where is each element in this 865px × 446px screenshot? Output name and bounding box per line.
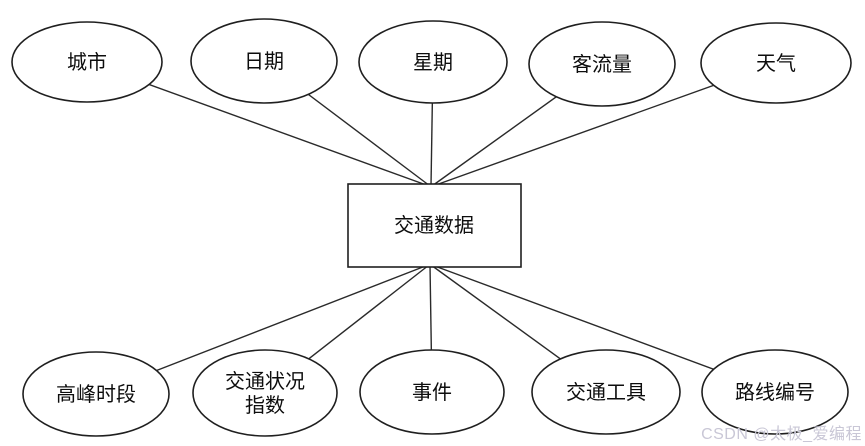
attribute-city-label: 城市 bbox=[67, 51, 107, 74]
attribute-city: 城市 bbox=[11, 21, 163, 103]
attribute-date-label: 日期 bbox=[244, 51, 284, 73]
attribute-event-label: 事件 bbox=[412, 381, 452, 404]
attribute-peak-period-ellipse bbox=[22, 351, 170, 437]
attribute-traffic-condition-index: 交通状况 指数 bbox=[192, 349, 338, 437]
attribute-transport-mode-label: 交通工具 bbox=[566, 381, 646, 404]
attribute-passenger-flow-ellipse bbox=[528, 21, 676, 107]
attribute-weather: 天气 bbox=[700, 22, 852, 104]
attribute-passenger-flow: 客流量 bbox=[528, 21, 676, 107]
attribute-peak-period-label: 高峰时段 bbox=[56, 383, 136, 406]
attribute-traffic-condition-index-label-line1: 交通状况 bbox=[225, 370, 305, 393]
attribute-weather-label: 天气 bbox=[756, 52, 796, 75]
attribute-transport-mode: 交通工具 bbox=[531, 349, 681, 435]
attribute-week-ellipse bbox=[358, 20, 508, 104]
entity-traffic-data-rect bbox=[347, 183, 522, 268]
attribute-peak-period: 高峰时段 bbox=[22, 351, 170, 437]
attribute-weather-ellipse bbox=[700, 22, 852, 104]
attribute-route-number: 路线编号 bbox=[701, 349, 849, 435]
attribute-week-label: 星期 bbox=[413, 52, 453, 74]
attribute-event-ellipse bbox=[359, 349, 505, 435]
attribute-transport-mode-ellipse bbox=[531, 349, 681, 435]
entity-traffic-data-label: 交通数据 bbox=[394, 214, 474, 237]
attribute-passenger-flow-label: 客流量 bbox=[572, 53, 632, 76]
attribute-route-number-ellipse bbox=[701, 349, 849, 435]
attribute-week: 星期 bbox=[358, 20, 508, 104]
entity-traffic-data: 交通数据 bbox=[347, 183, 522, 268]
attribute-event: 事件 bbox=[359, 349, 505, 435]
attribute-date: 日期 bbox=[190, 18, 338, 104]
attribute-city-ellipse bbox=[11, 21, 163, 103]
attribute-traffic-condition-index-label-line2: 指数 bbox=[245, 394, 285, 417]
attribute-date-ellipse bbox=[190, 18, 338, 104]
attribute-route-number-label: 路线编号 bbox=[735, 381, 815, 404]
attribute-traffic-condition-index-ellipse bbox=[192, 349, 338, 437]
